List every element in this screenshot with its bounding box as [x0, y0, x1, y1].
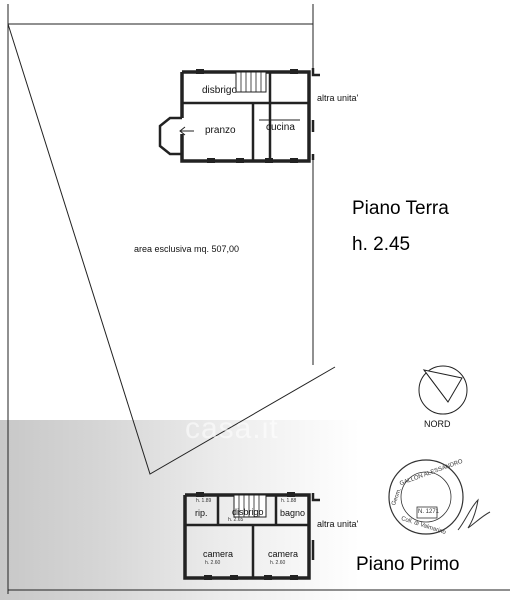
- ground-neighbor-label: altra unita': [317, 93, 359, 103]
- room-label-camera-right: camera: [268, 549, 299, 559]
- height-disbrigo: h. 2.65: [228, 517, 244, 523]
- first-neighbor-label: altra unita': [317, 519, 359, 529]
- first-floor-title: Piano Primo: [356, 554, 460, 575]
- surveyor-stamp: [388, 459, 464, 535]
- page-frame: [7, 4, 510, 594]
- room-label-bagno: bagno: [280, 508, 306, 518]
- exclusive-area-label: area esclusiva mq. 507,00: [134, 244, 240, 254]
- north-label: NORD: [424, 419, 451, 429]
- ground-floor-title: Piano Terra: [352, 198, 449, 219]
- north-compass: [418, 365, 468, 415]
- watermark: casa.it: [185, 412, 279, 445]
- bay-window: [158, 116, 182, 156]
- exclusive-area-boundary: [7, 23, 336, 475]
- signature: [457, 498, 491, 531]
- room-label-disbrigo: disbrigo: [202, 85, 238, 96]
- first-neighbor-unit: [311, 493, 320, 560]
- height-bagno: h. 1.88: [281, 498, 297, 504]
- first-floor-plan: [183, 492, 311, 580]
- room-label-disbrigo-first: disbrigo: [232, 507, 264, 517]
- room-label-cucina: cucina: [266, 122, 295, 133]
- height-camera-right: h. 2.60: [270, 560, 286, 566]
- room-label-rip: rip.: [195, 508, 208, 518]
- first-floor-stair: [233, 494, 267, 518]
- room-label-pranzo: pranzo: [205, 125, 236, 136]
- ground-floor-plan: [158, 69, 311, 163]
- room-label-camera-left: camera: [203, 549, 234, 559]
- height-camera-left: h. 2.60: [205, 560, 221, 566]
- ground-neighbor-unit: [311, 68, 320, 160]
- entry-arrow: [179, 126, 194, 136]
- stamp-number: N. 1271: [418, 509, 440, 515]
- ground-floor-height: h. 2.45: [352, 234, 411, 255]
- height-rip: h. 1.89: [196, 498, 212, 504]
